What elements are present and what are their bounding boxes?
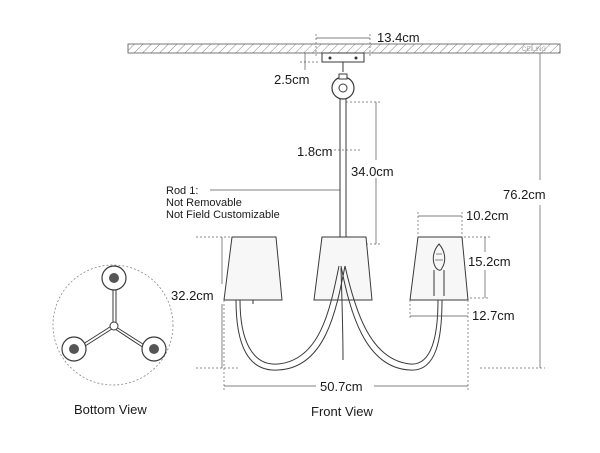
shade-top-label: 10.2cm [466,208,509,223]
shade-bottom-dimension: 12.7cm [409,300,515,323]
fixture-height-label: 32.2cm [171,288,214,303]
rod-note: Rod 1: Not Removable Not Field Customiza… [166,185,340,221]
swivel-loop [331,62,355,100]
fixture-height-dimension: 32.2cm [171,236,240,369]
rod [339,99,347,245]
canopy-width-label: 13.4cm [377,30,420,45]
rod-length-label: 34.0cm [351,164,394,179]
canopy [321,52,365,63]
front-view-label: Front View [311,404,374,419]
rod-note-customizable: Not Field Customizable [166,209,280,221]
rod-diameter-dimension: 1.8cm [297,144,360,159]
center-shade [313,236,373,301]
overall-width-dimension: 50.7cm [223,300,469,394]
candle-bulb-icon [432,243,446,296]
ceiling-label: CEILING [522,47,546,53]
chandelier-arms [235,265,443,371]
overall-width-label: 50.7cm [320,379,363,394]
canopy-height-dimension: 2.5cm [274,52,320,87]
rod-diameter-label: 1.8cm [297,144,332,159]
overall-height-label: 76.2cm [503,187,546,202]
canopy-height-label: 2.5cm [274,72,309,87]
shade-bottom-label: 12.7cm [472,308,515,323]
rod-note-title: Rod 1: [166,185,198,197]
ceiling: CEILING [127,43,561,54]
bottom-view-label: Bottom View [74,402,147,417]
shade-top-dimension: 10.2cm [417,208,509,236]
canopy-width-dimension: 13.4cm [315,30,420,56]
shade-height-label: 15.2cm [468,254,511,269]
rod-note-removable: Not Removable [166,197,242,209]
overall-height-dimension: 76.2cm [480,52,546,369]
shade-height-dimension: 15.2cm [464,236,511,299]
left-shade [223,236,283,304]
rod-length-dimension: 34.0cm [346,101,394,245]
right-shade [409,236,469,301]
bottom-view [52,264,174,386]
